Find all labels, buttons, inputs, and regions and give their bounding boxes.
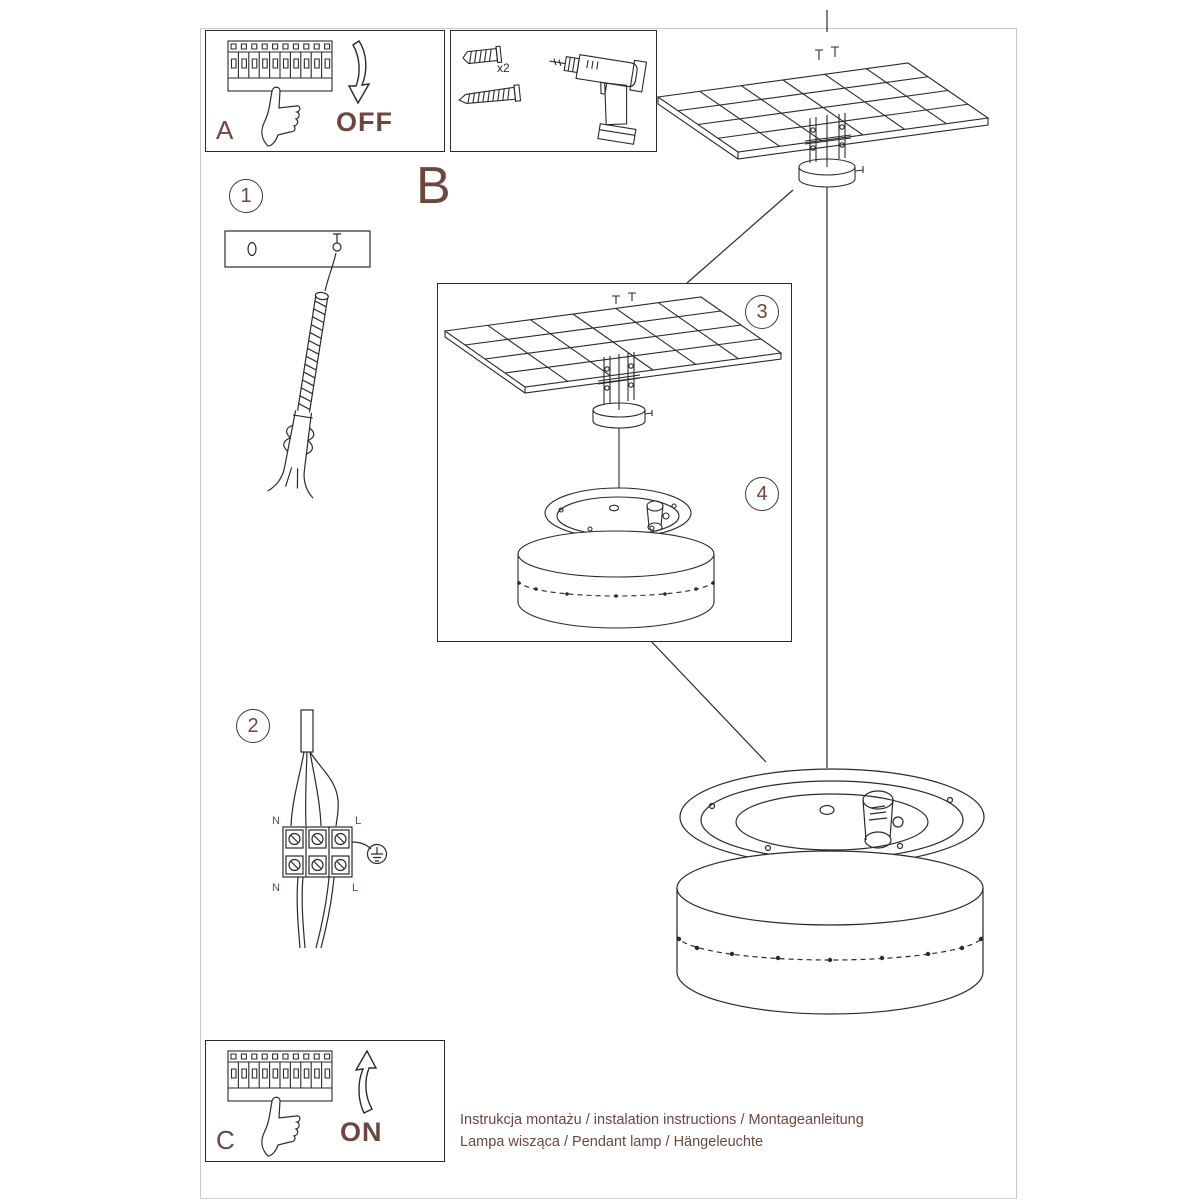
screw-anchor-illustration xyxy=(267,291,329,499)
panel-a-box: A OFF xyxy=(205,30,445,152)
switch-state-off: OFF xyxy=(336,107,393,137)
footer-line-1: Instrukcja montażu / instalation instruc… xyxy=(460,1112,864,1128)
ceiling-panel-illustration xyxy=(658,63,988,159)
detail-leader-bottom xyxy=(649,639,767,763)
mounting-bracket-illustration xyxy=(592,292,653,429)
terminal-label-l-bottom: L xyxy=(352,882,358,894)
ceiling-mount-illustration xyxy=(640,46,1010,188)
terminal-label-n-bottom: N xyxy=(272,882,280,894)
breaker-off-illustration xyxy=(227,40,371,147)
ceiling-panel-illustration xyxy=(445,297,781,393)
terminal-block-illustration xyxy=(282,826,353,878)
step-circle-4: 4 xyxy=(745,477,779,511)
panel-c-label: C xyxy=(216,1125,235,1155)
anchor-quantity-label: x2 xyxy=(497,61,510,75)
step-number-4: 4 xyxy=(756,482,768,505)
step-circle-1: 1 xyxy=(229,179,263,213)
pendant-lamp-illustration xyxy=(676,768,985,1015)
leader-line xyxy=(324,252,337,292)
breaker-panel-illustration xyxy=(227,40,333,92)
shade-perforation-dots xyxy=(676,936,984,963)
screw-icon xyxy=(458,84,522,104)
drill-icon xyxy=(549,54,648,145)
step2-wiring-diagram: N L N L xyxy=(272,709,388,949)
detail-box: 3 4 xyxy=(437,283,792,642)
switch-state-on: ON xyxy=(340,1117,383,1147)
footer-line-2: Lampa wisząca / Pendant lamp / Hängeleuc… xyxy=(460,1134,764,1150)
shade-perforation-dots xyxy=(517,581,715,598)
tools-box: x2 xyxy=(450,30,657,152)
mounting-bracket-illustration xyxy=(798,46,864,188)
arrow-up-icon xyxy=(354,1049,378,1114)
section-label-b: B xyxy=(416,157,451,215)
hand-icon xyxy=(261,86,301,147)
wires-bottom xyxy=(296,876,335,949)
panel-a-label: A xyxy=(216,115,234,145)
cord-grip-illustration xyxy=(646,500,670,532)
hand-icon xyxy=(261,1096,301,1157)
arrow-down-icon xyxy=(347,40,371,105)
step-circle-3: 3 xyxy=(745,295,779,329)
earth-symbol xyxy=(351,841,388,865)
breaker-panel-illustration xyxy=(227,1050,333,1102)
tools-illustration xyxy=(458,45,648,145)
lampshade-illustration xyxy=(517,530,715,629)
wires-top xyxy=(290,751,339,827)
step1-anchor-illustration xyxy=(224,230,371,499)
step-number-2: 2 xyxy=(247,714,259,737)
pendant-shade-illustration xyxy=(676,850,984,1015)
mounting-plate-illustration xyxy=(224,230,371,268)
step-circle-2: 2 xyxy=(236,709,270,743)
breaker-on-illustration xyxy=(227,1049,378,1157)
cable-sheath xyxy=(300,709,314,753)
detail-leader-top xyxy=(686,189,794,284)
wall-anchor-icon xyxy=(462,45,503,65)
step-number-3: 3 xyxy=(756,300,768,323)
terminal-label-n-top: N xyxy=(272,815,280,827)
detail-illustration xyxy=(438,284,788,629)
cord-grip-illustration xyxy=(862,790,904,849)
step-number-1: 1 xyxy=(240,184,252,207)
terminal-label-l-top: L xyxy=(355,815,361,827)
panel-c-box: C ON xyxy=(205,1040,445,1162)
